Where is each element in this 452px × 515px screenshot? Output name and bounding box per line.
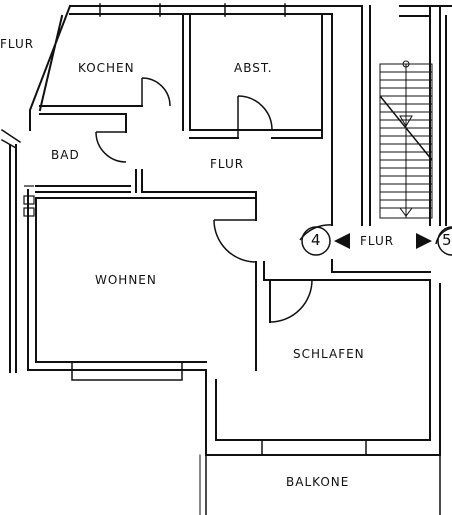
wall-wohnen-bottom (27, 361, 207, 371)
wall-left-diagonal (29, 4, 72, 131)
wall-schlafen-bottom (205, 439, 441, 456)
room-wohnen: WOHNEN (95, 273, 157, 287)
door-bad-icon (95, 131, 127, 163)
wall-left (27, 189, 37, 371)
wall-top-right (399, 5, 452, 226)
room-flur-left: FLUR (0, 37, 35, 51)
wall-wohnen-right (255, 191, 265, 371)
wall-wohnen-top (35, 191, 257, 199)
room-balkone: BALKONE (286, 475, 350, 489)
wall-schlafen-right (429, 279, 441, 456)
door-neighbor-icon (435, 227, 452, 245)
door-abst-icon (237, 95, 273, 138)
wall-bath-bottom (35, 169, 143, 193)
room-flur-stair: FLUR (360, 234, 395, 248)
door-kochen-icon (141, 77, 171, 107)
wall-abst-bottom (189, 129, 323, 139)
wall-top (69, 5, 363, 15)
fixture-icon (23, 195, 35, 205)
next-unit-marker-circle (437, 226, 452, 256)
wall-right-outer (429, 5, 441, 226)
wall-schlafen-left (205, 279, 271, 456)
wall-kitchen-bath (39, 105, 143, 115)
wall-corridor-bottom (311, 259, 431, 281)
room-kochen: KOCHEN (78, 61, 135, 75)
wall-kitchen-right (182, 13, 191, 131)
wall-stair-left (361, 5, 371, 226)
room-schlafen: SCHLAFEN (293, 347, 365, 361)
unit-number-current: 4 (311, 231, 321, 249)
wall-far-left (9, 144, 17, 373)
wall-top-ticks (99, 3, 286, 17)
room-bad: BAD (51, 148, 80, 162)
room-flur-center: FLUR (210, 157, 245, 171)
schlafen-window (261, 439, 367, 456)
wohnen-window (71, 361, 183, 381)
door-schlafen-icon (269, 279, 313, 323)
unit-marker-circle (301, 226, 331, 256)
room-abst: ABST. (234, 61, 273, 75)
wall-corridor-right (331, 5, 363, 226)
stairs-icon (379, 60, 433, 219)
balcony-outline (205, 454, 441, 515)
unit-number-next: 5 (442, 231, 452, 249)
entry-arrow-right-icon (416, 233, 432, 249)
entry-arrow-left-icon (334, 233, 350, 249)
door-wohnen-icon (213, 219, 257, 263)
